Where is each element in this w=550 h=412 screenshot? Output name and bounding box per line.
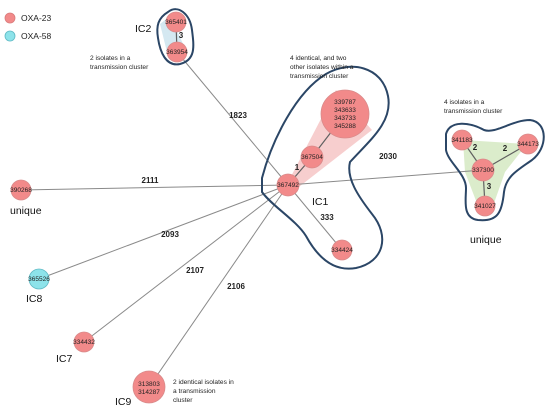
- node-label-343733: 343733: [334, 115, 356, 122]
- note-ic9-line2: a transmission: [173, 388, 216, 395]
- node-label-337300: 337300: [472, 167, 494, 174]
- node-label-345288: 345288: [334, 123, 356, 130]
- node-341027[interactable]: [474, 195, 496, 217]
- node-label-334432: 334432: [73, 339, 95, 346]
- node-365526[interactable]: [28, 268, 50, 290]
- weight-3-ic2: 3: [179, 31, 184, 40]
- weight-2107: 2107: [186, 266, 204, 275]
- edge-367492-334424: [287, 184, 343, 251]
- legend-swatch-oxa58: [4, 30, 16, 42]
- group-labels: IC2 IC1 unique unique IC8 IC7 IC9: [10, 23, 502, 408]
- note-ic2-line1: 2 isolates in a: [90, 55, 131, 62]
- node-367504[interactable]: [300, 145, 324, 169]
- note-ic9-line3: cluster: [173, 397, 193, 404]
- unique-cluster-outline: [445, 118, 545, 222]
- weight-2-right: 2: [503, 144, 508, 153]
- edge-367492-337300: [287, 169, 484, 186]
- edge-367492-363954: [176, 51, 289, 186]
- legend-swatch-oxa23: [4, 12, 16, 24]
- node-365401[interactable]: [165, 11, 187, 33]
- group-label-ic9: IC9: [115, 396, 132, 408]
- node-341183[interactable]: [451, 129, 473, 151]
- note-ic9-line1: 2 identical isolates in: [173, 379, 234, 386]
- node-339787-group[interactable]: [320, 89, 370, 139]
- group-label-ic8: IC8: [26, 293, 43, 305]
- edge-367492-365526: [38, 184, 289, 280]
- note-ic1-line2: other isolates within a: [290, 64, 354, 71]
- group-label-ic2: IC2: [135, 23, 152, 35]
- group-label-unique-right: unique: [470, 234, 502, 246]
- note-unique-line2: transmission cluster: [444, 108, 503, 115]
- node-label-341027: 341027: [474, 203, 496, 210]
- unique-cluster-shade: [463, 140, 527, 206]
- node-label-365401: 365401: [165, 19, 187, 26]
- network-nodes: 365401 363954 339787 343633 343733 34528…: [10, 11, 539, 404]
- node-label-390268: 390268: [10, 187, 32, 194]
- node-label-313803: 313803: [138, 381, 160, 388]
- group-label-ic7: IC7: [56, 353, 73, 365]
- cluster-outlines: [156, 8, 545, 270]
- node-367492[interactable]: [276, 173, 300, 197]
- node-label-341183: 341183: [451, 137, 473, 144]
- weight-1823: 1823: [229, 111, 247, 120]
- edge-367492-334432: [83, 184, 289, 343]
- legend: OXA-23 OXA-58: [4, 12, 52, 42]
- node-label-365526: 365526: [28, 276, 50, 283]
- ic2-cluster-outline: [156, 8, 195, 66]
- annotations: 2 isolates in a transmission cluster 4 i…: [90, 55, 503, 404]
- node-label-363954: 363954: [166, 49, 188, 56]
- weight-3-bottom: 3: [487, 182, 492, 191]
- edge-367492-390268: [20, 184, 289, 191]
- node-334432[interactable]: [73, 331, 95, 353]
- node-337300[interactable]: [471, 158, 495, 182]
- group-label-ic1: IC1: [312, 196, 329, 208]
- weight-333: 333: [320, 213, 334, 222]
- node-label-339787: 339787: [334, 99, 356, 106]
- note-ic1-line3: transmission cluster: [290, 73, 349, 80]
- note-ic2-line2: transmission cluster: [90, 64, 149, 71]
- node-label-314287: 314287: [138, 389, 160, 396]
- weight-2-left: 2: [473, 143, 478, 152]
- edge-weights: 1823 2111 2030 2093 2107 2106 333 1 2 3 …: [142, 31, 508, 291]
- weight-2030: 2030: [379, 152, 397, 161]
- note-unique-line1: 4 isolates in a: [444, 99, 485, 106]
- node-363954[interactable]: [166, 41, 188, 63]
- weight-1: 1: [295, 163, 300, 172]
- legend-label-oxa58: OXA-58: [21, 31, 52, 41]
- node-390268[interactable]: [10, 179, 32, 201]
- node-label-343633: 343633: [334, 107, 356, 114]
- node-344173[interactable]: [517, 133, 539, 155]
- legend-label-oxa23: OXA-23: [21, 13, 52, 23]
- node-label-344173: 344173: [517, 141, 539, 148]
- node-label-367504: 367504: [301, 154, 323, 161]
- weight-2111: 2111: [142, 176, 159, 185]
- group-label-unique-left: unique: [10, 205, 42, 217]
- node-313803-group[interactable]: [132, 370, 166, 404]
- node-label-334424: 334424: [331, 247, 353, 254]
- edge-367492-313803: [148, 184, 289, 388]
- ic1-cluster-outline: [261, 65, 390, 270]
- weight-2093: 2093: [161, 230, 179, 239]
- node-334424[interactable]: [331, 239, 353, 261]
- node-label-367492: 367492: [277, 182, 299, 189]
- weight-2106: 2106: [227, 282, 245, 291]
- note-ic1-line1: 4 identical, and two: [290, 55, 347, 62]
